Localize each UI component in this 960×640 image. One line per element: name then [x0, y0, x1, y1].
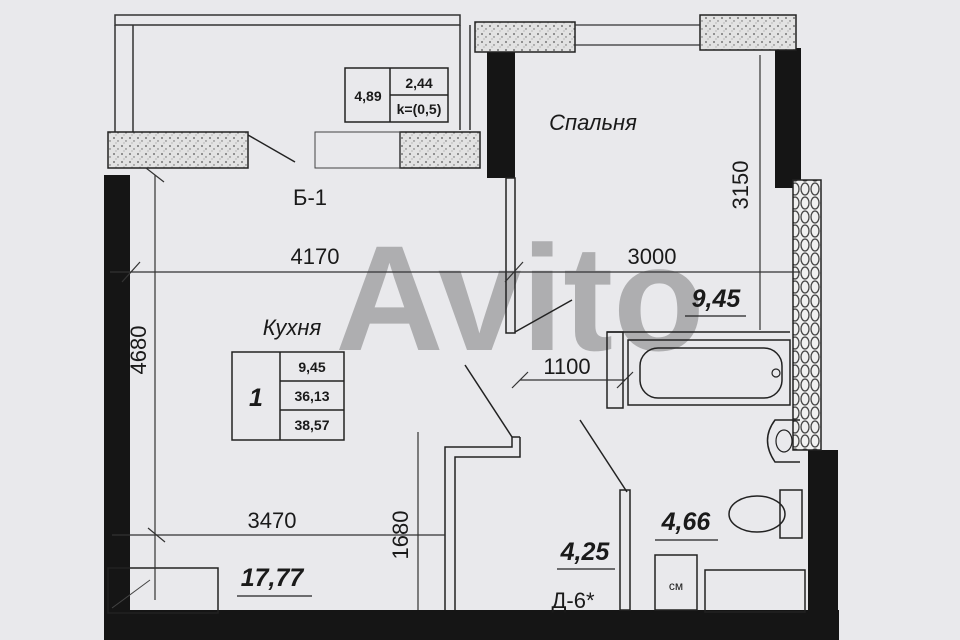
- apartment-stamp: 1 9,45 36,13 38,57: [231, 351, 345, 441]
- bedroom-name: Спальня: [549, 110, 637, 135]
- dim-kitchen-depth: 4680: [126, 326, 151, 375]
- balcony-stamp-left: 4,89: [354, 88, 381, 104]
- watermark: Avito: [335, 214, 704, 382]
- balcony-label: Б-1: [293, 185, 327, 210]
- bathroom-area: 4,66: [661, 508, 712, 536]
- dimension-lines: [110, 55, 800, 610]
- dim-opening: 1100: [543, 354, 590, 379]
- dim-kitchen-width: 4170: [291, 244, 340, 269]
- apartment-total-area: 36,13: [294, 388, 329, 404]
- balcony: 4,89 2,44 k=(0,5) Б-1: [107, 14, 481, 210]
- balcony-slab-left: [107, 131, 249, 169]
- block-wall-right: [792, 179, 822, 451]
- balcony-stamp-top: 2,44: [405, 75, 432, 91]
- cabinet: см: [654, 554, 698, 611]
- dim-hall-depth: 1680: [388, 511, 413, 560]
- hall-door-tag: Д-6*: [551, 588, 594, 613]
- column-bedroom-right: [775, 48, 801, 188]
- kitchen-area: 17,77: [241, 564, 305, 592]
- bedroom-top-slab-left: [474, 21, 576, 53]
- balcony-door-swing: [247, 134, 296, 163]
- bathtub: [627, 339, 791, 406]
- wall-bottom: [104, 610, 839, 640]
- apartment-area-with-balcony: 38,57: [294, 417, 329, 433]
- wall-left: [104, 175, 130, 620]
- balcony-slab-right: [399, 131, 481, 169]
- partitions: [107, 177, 806, 614]
- kitchen-name: Кухня: [263, 315, 322, 340]
- dim-bedroom-depth: 3150: [728, 161, 753, 210]
- dim-bedroom-width: 3000: [628, 244, 677, 269]
- cabinet-label: см: [669, 579, 683, 593]
- column-bedroom-left: [487, 48, 515, 178]
- sink: [766, 419, 800, 463]
- apartment-number: 1: [249, 384, 263, 412]
- walls: [104, 14, 839, 640]
- dim-kitchen-inner: 3470: [248, 508, 297, 533]
- wall-right: [808, 450, 838, 625]
- apartment-living-area: 9,45: [298, 359, 325, 375]
- bedroom-top-slab-right: [699, 14, 797, 51]
- balcony-stamp-bottom: k=(0,5): [397, 101, 442, 117]
- hall-area: 4,25: [560, 538, 611, 566]
- balcony-top-wall: [114, 14, 461, 26]
- balcony-area-stamp: 4,89 2,44 k=(0,5): [344, 67, 449, 123]
- toilet: [728, 489, 803, 539]
- bedroom-area: 9,45: [692, 285, 742, 313]
